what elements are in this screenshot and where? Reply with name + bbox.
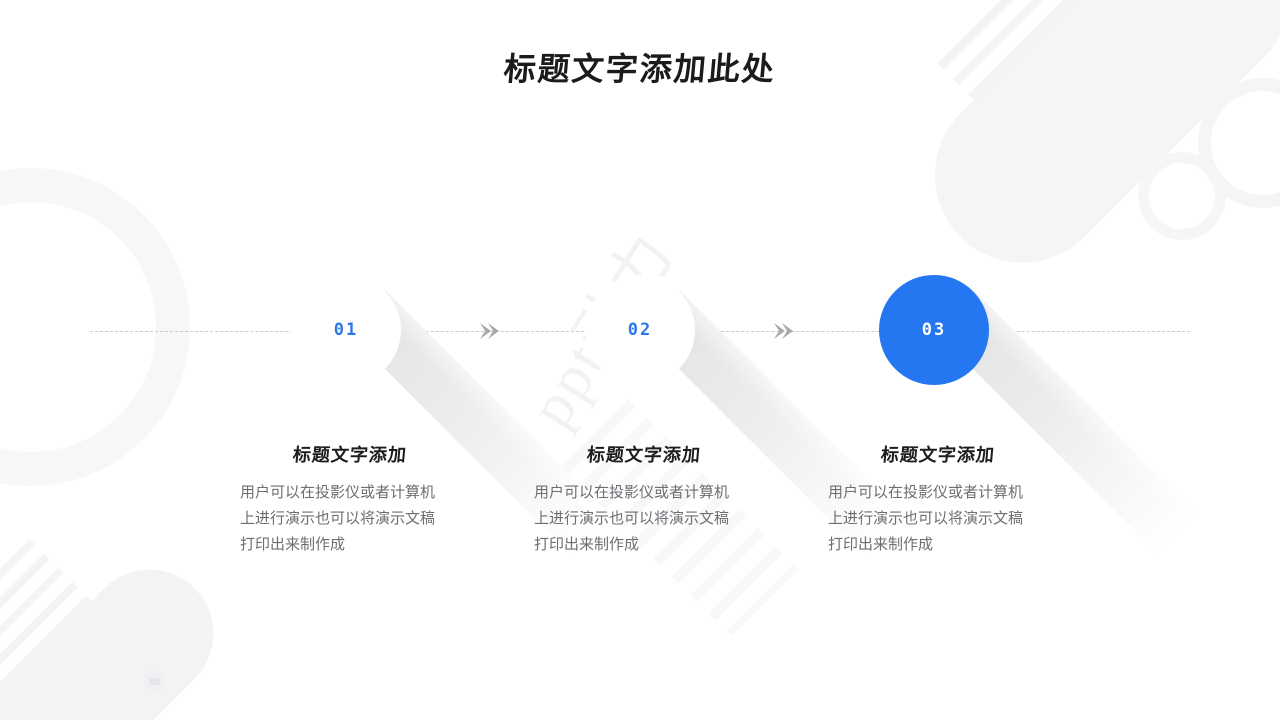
timeline-node-1-number: 01 [333, 320, 359, 340]
ring-shape-top-right [1198, 78, 1280, 208]
diagonal-stripes-top-right [937, 0, 1213, 198]
content-block-2-body: 用户可以在投影仪或者计算机上进行演示也可以将演示文稿打印出来制作成 [534, 483, 730, 553]
content-block-1-title: 标题文字添加 [291, 445, 408, 466]
timeline-node-2[interactable]: 02 [585, 275, 695, 385]
timeline-node-1[interactable]: 01 [291, 275, 401, 385]
content-block-1-body: 用户可以在投影仪或者计算机上进行演示也可以将演示文稿打印出来制作成 [240, 483, 436, 553]
timeline-node-2-number: 02 [627, 320, 653, 340]
page-title: 标题文字添加此处 [502, 50, 778, 88]
timeline-node-3-number: 03 [921, 320, 947, 340]
capsule-shape-bottom-left [0, 543, 240, 720]
ring-shape-left-edge [0, 168, 190, 486]
diagonal-stripes-bottom-left [0, 539, 136, 720]
timeline-node-3[interactable]: 03 [879, 275, 989, 385]
ring-shape-top-right-small [1138, 152, 1226, 240]
chevron-right-icon-2 [772, 318, 798, 344]
content-block-3-body: 用户可以在投影仪或者计算机上进行演示也可以将演示文稿打印出来制作成 [828, 483, 1024, 553]
small-dot-bottom-left [144, 671, 166, 693]
chevron-right-icon [478, 318, 504, 344]
content-block-3: 标题文字添加 用户可以在投影仪或者计算机上进行演示也可以将演示文稿打印出来制作成 [828, 441, 1048, 557]
content-block-1: 标题文字添加 用户可以在投影仪或者计算机上进行演示也可以将演示文稿打印出来制作成 [240, 441, 460, 557]
content-block-2-title: 标题文字添加 [585, 445, 702, 466]
content-block-2: 标题文字添加 用户可以在投影仪或者计算机上进行演示也可以将演示文稿打印出来制作成 [534, 441, 754, 557]
content-block-3-title: 标题文字添加 [879, 445, 996, 466]
